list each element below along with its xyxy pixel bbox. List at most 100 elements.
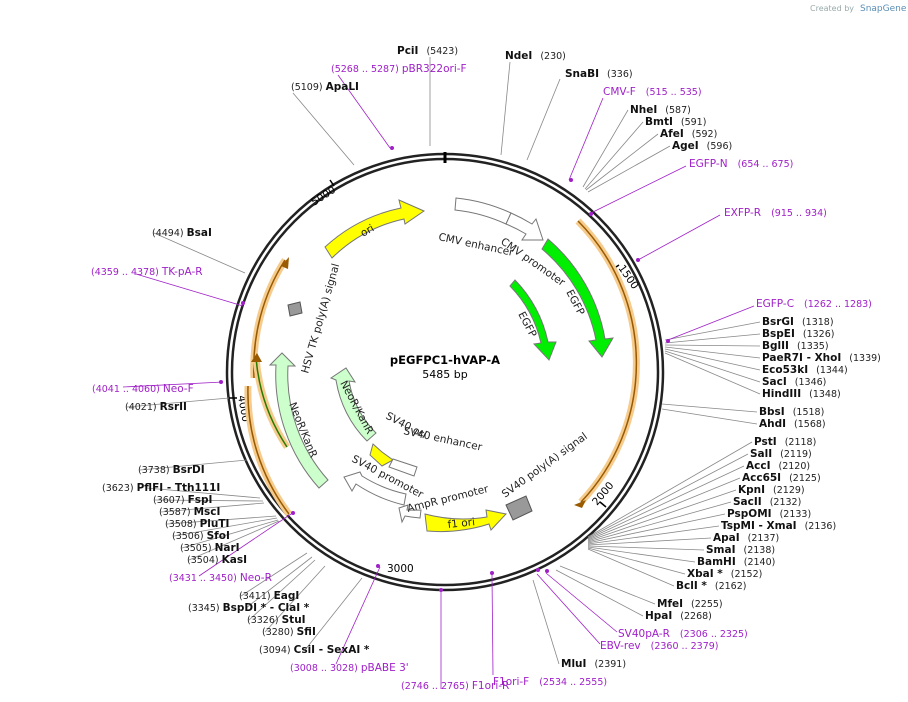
enzyme-site-label: AfeI(592) [660, 128, 717, 140]
enzyme-site-label: BclI *(2162) [676, 580, 746, 592]
primer-site-mark [376, 564, 380, 568]
enzyme-site-label: SacII(2132) [733, 496, 801, 508]
enzyme-site-label: BamHI(2140) [697, 556, 775, 568]
primer-label: EGFP-N(654 .. 675) [689, 158, 793, 170]
enzyme-site-label: BmtI(591) [645, 116, 706, 128]
enzyme-site-label: (3587) MscI [159, 506, 220, 518]
enzyme-site-label: BspEI(1326) [762, 328, 834, 340]
enzyme-site-label: (3345) BspDI * - ClaI * [188, 602, 310, 614]
plasmid-length: 5485 bp [422, 368, 467, 381]
primer-site-mark [291, 511, 295, 515]
feature-label-ori: ori [359, 222, 377, 239]
enzyme-site-label: Eco53kI(1344) [762, 364, 848, 376]
primer-ticks [219, 146, 670, 592]
primer-site-mark [490, 571, 494, 575]
neor-arrow-inner [329, 367, 377, 442]
primer-site-mark [390, 146, 394, 150]
enzyme-leader [587, 546, 696, 563]
enzyme-leader [587, 145, 671, 193]
enzyme-leader [173, 517, 278, 537]
primer-leader [590, 165, 687, 214]
enzyme-site-label: (3411) EagI [239, 590, 299, 602]
hsv-tk-polya-box [287, 301, 303, 317]
enzyme-leader [664, 348, 761, 371]
enzyme-leader [587, 547, 686, 575]
enzyme-leader [587, 441, 753, 538]
enzyme-site-label: SnaBI(336) [565, 68, 633, 80]
enzyme-site-label: PstI(2118) [754, 436, 816, 448]
feature-label-f1-ori: f1 ori [447, 516, 475, 531]
enzyme-leader [587, 545, 705, 551]
enzyme-leader [181, 519, 279, 549]
primer-label: EBV-rev(2360 .. 2379) [600, 640, 719, 652]
primer-label: (3008 .. 3028) pBABE 3' [290, 662, 409, 674]
plasmid-name: pEGFPC1-hVAP-A [390, 353, 500, 367]
enzyme-leader [587, 477, 741, 541]
enzyme-site-label: ApaI(2137) [713, 532, 779, 544]
highlight-arcs [244, 218, 640, 517]
primer-label: EGFP-C(1262 .. 1283) [756, 298, 872, 310]
enzyme-site-label: (3326) StuI [247, 614, 306, 626]
ampr-promoter-arrow [398, 504, 422, 524]
primer-leader [135, 273, 244, 307]
primer-site-mark [589, 212, 593, 216]
primer-label: EXFP-R(915 .. 934) [724, 207, 827, 219]
enzyme-site-label: BsrGI(1318) [762, 316, 834, 328]
enzyme-leader [587, 489, 737, 542]
primer-label: F1ori-F(2534 .. 2555) [493, 676, 607, 688]
primer-leader [536, 573, 601, 645]
primer-leader [335, 566, 381, 665]
primer-site-mark [219, 380, 223, 384]
primer-site-mark [536, 568, 540, 572]
enzyme-site-label: (3506) SfoI [172, 530, 230, 542]
enzyme-site-label: NdeI(230) [505, 50, 566, 62]
watermark-prefix: Created by [810, 4, 854, 13]
enzyme-leader [500, 61, 511, 156]
site-labels: PciI(5423) NdeI(230) SnaBI(336) NheI(587)Bm… [91, 45, 881, 692]
enzyme-leader [664, 333, 761, 344]
sv40-enhancer-box [388, 458, 418, 477]
sv40-ori-box [369, 443, 394, 467]
cmv-enhancer-arrow [454, 197, 512, 225]
sv40-polya-box [505, 495, 533, 521]
enzyme-site-label: AccI(2120) [746, 460, 810, 472]
enzyme-site-label: HindIII(1348) [762, 388, 841, 400]
enzyme-site-label: (3504) KasI [187, 554, 247, 566]
enzyme-leader [245, 556, 313, 609]
enzyme-site-label: (4021) RsrII [125, 401, 187, 413]
primer-label: (2746 .. 2765) F1ori-R [401, 680, 509, 692]
enzyme-site-label: PciI(5423) [397, 45, 458, 57]
enzyme-leader [587, 537, 712, 546]
enzyme-site-label: (3280) SfiI [262, 626, 316, 638]
enzyme-site-label: KpnI(2129) [738, 484, 805, 496]
enzyme-leader [526, 78, 561, 161]
primer-leader [198, 511, 295, 577]
enzyme-leader [587, 465, 745, 540]
primer-label: (4041 .. 4060) Neo-F [92, 383, 194, 395]
leader-lines [122, 57, 761, 689]
primer-site-mark [636, 258, 640, 262]
enzyme-site-label: BbsI(1518) [759, 406, 824, 418]
primer-leader [337, 74, 391, 149]
enzyme-site-label: TspMI - XmaI(2136) [721, 520, 836, 532]
enzyme-leader [248, 559, 316, 621]
enzyme-leader [587, 525, 720, 545]
primer-site-mark [666, 339, 670, 343]
enzyme-leader [139, 459, 248, 471]
enzyme-site-label: Acc65I(2125) [742, 472, 821, 484]
primer-site-mark [241, 301, 245, 305]
primer-label: (3431 .. 3450) Neo-R [169, 572, 272, 584]
enzyme-leader [240, 552, 308, 597]
egfp-arrow-inner [509, 279, 557, 361]
primer-site-mark [569, 178, 573, 182]
enzyme-leader [587, 453, 749, 539]
enzyme-site-label: NheI(587) [630, 104, 691, 116]
primer-label: (4359 .. 4378) TK-pA-R [91, 266, 203, 278]
feature-label-sv40-enhancer: SV40 enhancer [402, 425, 483, 454]
enzyme-site-label: (3505) NarI [180, 542, 240, 554]
enzyme-leader [661, 408, 758, 425]
feature-label-hsv-tk-polya: HSV TK poly(A) signal [299, 262, 342, 375]
enzyme-leader [166, 515, 277, 525]
enzyme-leader [292, 92, 355, 166]
